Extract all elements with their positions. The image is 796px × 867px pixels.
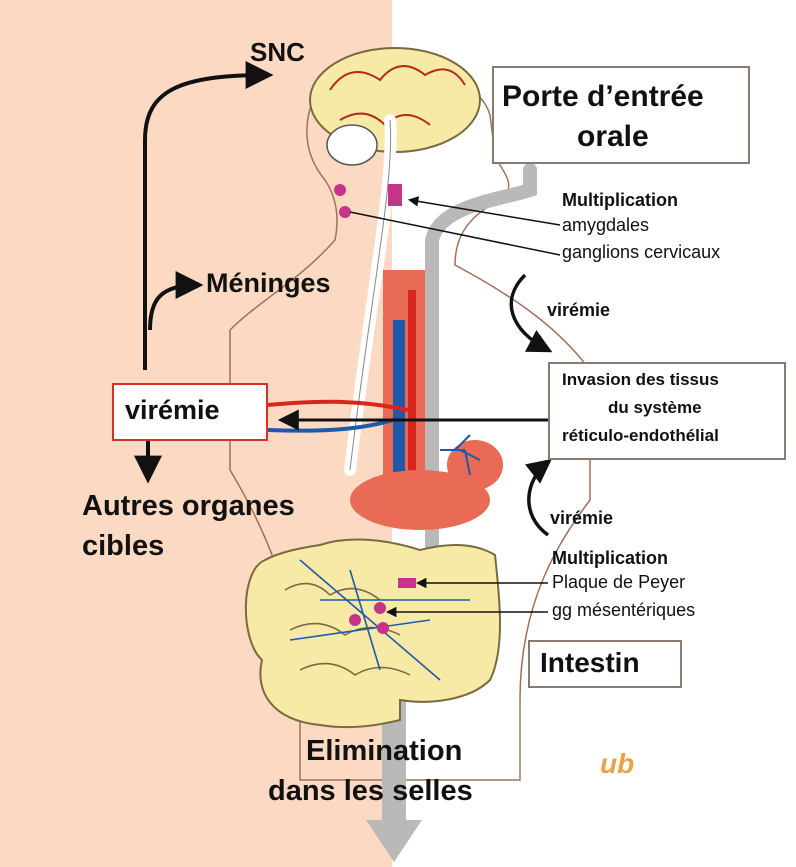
label-gg-mesenteriques: gg mésentériques <box>552 600 695 621</box>
label-elimination-2: dans les selles <box>268 775 473 808</box>
label-viremie-right-bottom: virémie <box>550 508 613 529</box>
cerebellum-icon <box>327 125 377 165</box>
lymph-node <box>339 206 351 218</box>
label-viremie-box: virémie <box>125 395 220 426</box>
label-multiplication-top: Multiplication <box>562 190 678 211</box>
aorta <box>408 290 416 490</box>
lymph-node <box>334 184 346 196</box>
label-plaque-peyer: Plaque de Peyer <box>552 572 685 593</box>
arrow-viremie-down <box>511 275 548 350</box>
label-elimination-1: Elimination <box>306 735 462 768</box>
label-amygdales: amygdales <box>562 215 649 236</box>
label-porte-entree-2: orale <box>577 120 649 155</box>
label-meninges: Méninges <box>206 268 331 299</box>
label-porte-entree-1: Porte d’entrée <box>502 80 704 115</box>
intestines <box>246 540 500 728</box>
peyer-patch <box>398 578 416 588</box>
watermark-ub: ub <box>600 748 634 780</box>
esophagus <box>383 270 431 480</box>
label-autres-organes-2: cibles <box>82 530 164 563</box>
mesenteric-node <box>349 614 361 626</box>
mesenteric-node <box>374 602 386 614</box>
spleen <box>447 440 503 490</box>
tonsil <box>388 184 402 206</box>
label-ganglions-cervicaux: ganglions cervicaux <box>562 242 720 263</box>
label-snc: SNC <box>250 38 305 68</box>
arrow-viremie-up <box>529 462 548 535</box>
label-invasion-3: réticulo-endothélial <box>562 426 719 446</box>
label-invasion-2: du système <box>608 398 702 418</box>
label-invasion-1: Invasion des tissus <box>562 370 719 390</box>
label-viremie-right-top: virémie <box>547 300 610 321</box>
label-autres-organes-1: Autres organes <box>82 490 295 523</box>
label-multiplication-bottom: Multiplication <box>552 548 668 569</box>
mesenteric-node <box>377 622 389 634</box>
label-intestin: Intestin <box>540 647 640 679</box>
